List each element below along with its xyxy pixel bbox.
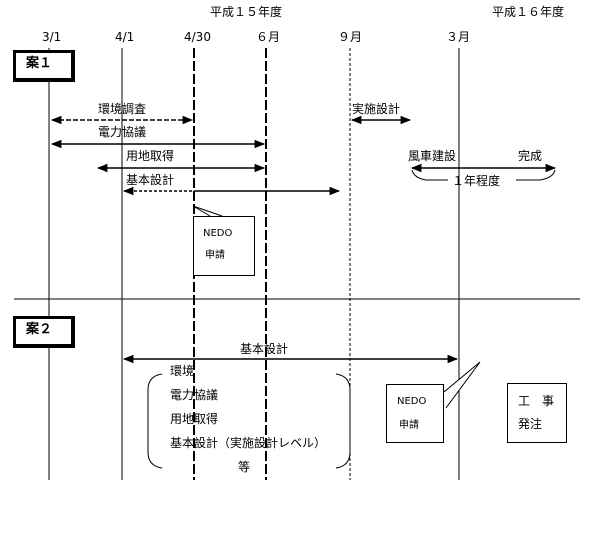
land-acq-label: 用地取得 (126, 149, 175, 163)
plan2-item-land: 用地取得 (170, 412, 219, 426)
power-consult-label: 電力協議 (98, 125, 147, 139)
nedo-label-2: NEDO (397, 396, 427, 407)
one-year-brace (411, 169, 556, 181)
complete-label: 完成 (518, 149, 543, 163)
plan2-item-power: 電力協議 (170, 388, 219, 402)
milestone-label-4-30: 4/30 (184, 30, 211, 44)
plan2-item-basic: 基本設計（実施設計レベル） (170, 436, 327, 450)
milestone-label-3-1: 3/1 (42, 30, 62, 44)
milestone-label-4-1: 4/1 (115, 30, 135, 44)
order-label: 発注 (518, 417, 543, 431)
plan1-title: 案１ (13, 50, 75, 82)
apply-label-2: 申請 (399, 420, 419, 431)
nedo-callout-pointer-2 (443, 361, 481, 409)
windmill-label: 風車建設 (408, 149, 457, 163)
nedo-callout-pointer-1 (192, 205, 223, 217)
milestone-label-9: ９月 (338, 30, 363, 44)
milestone-label-3: ３月 (446, 30, 471, 44)
fy15-header: 平成１５年度 (210, 5, 283, 19)
milestone-label-6: ６月 (256, 30, 281, 44)
basic-design-label: 基本設計 (126, 173, 175, 187)
env-survey-label: 環境調査 (98, 102, 147, 116)
construction-label: 工 事 (518, 394, 555, 408)
nedo-box-2: NEDO 申請 (386, 384, 444, 443)
detailed-design-label: 実施設計 (352, 102, 401, 116)
plan2-basic-design-label: 基本設計 (240, 342, 289, 356)
one-year-label: １年程度 (452, 174, 501, 188)
fy16-header: 平成１６年度 (492, 5, 565, 19)
items-bracket-right (335, 373, 351, 469)
apply-label-1: 申請 (205, 250, 225, 261)
items-bracket-left (147, 373, 163, 469)
plan2-title: 案２ (13, 316, 75, 348)
nedo-box-1: NEDO 申請 (193, 216, 255, 276)
construction-order-box: 工 事 発注 (507, 383, 567, 443)
plan2-item-etc: 等 (238, 460, 251, 474)
nedo-label-1: NEDO (203, 228, 233, 239)
plan2-item-env: 環境 (170, 364, 195, 378)
